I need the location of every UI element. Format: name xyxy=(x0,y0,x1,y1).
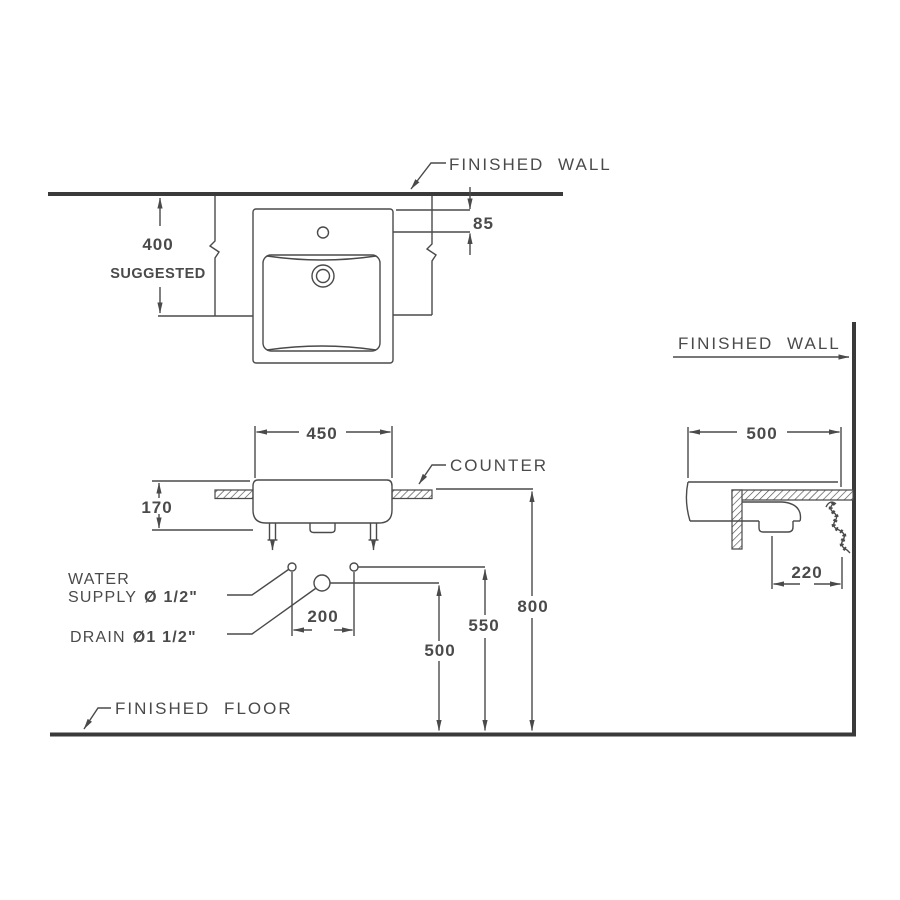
drain-leader xyxy=(227,589,316,635)
front-view: 450 170 COUNTER xyxy=(68,424,548,731)
counter-slab-section xyxy=(732,490,853,500)
finished-wall-leader xyxy=(411,163,446,189)
dim-500h-value: 500 xyxy=(746,424,777,443)
basin-top-curve xyxy=(267,256,376,260)
drain-hose xyxy=(826,502,850,553)
counter-section-right xyxy=(392,490,432,499)
counter-section-left xyxy=(215,490,253,499)
sink-side-front-edge xyxy=(686,482,690,521)
drain-point xyxy=(314,575,330,591)
left-break-line xyxy=(210,196,219,316)
dim-550-value: 550 xyxy=(468,616,499,635)
sink-inner-basin xyxy=(263,255,380,351)
counter-leader xyxy=(419,465,446,485)
dim-85-value: 85 xyxy=(473,214,494,233)
drain-hole-outer xyxy=(312,265,334,287)
fixing-stud-right xyxy=(369,523,379,551)
water-supply-leader xyxy=(227,570,289,596)
dim-170-value: 170 xyxy=(141,498,172,517)
counter-apron-section xyxy=(732,490,742,549)
dim-500v-value: 500 xyxy=(424,641,455,660)
drain-hole-inner xyxy=(317,270,330,283)
fixing-stud-left xyxy=(268,523,278,551)
faucet-hole xyxy=(318,227,329,238)
water-supply-point-right xyxy=(350,563,358,571)
water-supply-point-left xyxy=(288,563,296,571)
dim-220-value: 220 xyxy=(791,563,822,582)
right-break-line xyxy=(427,196,436,315)
sink-side-bowl xyxy=(742,502,801,521)
finished-floor-label: FINISHED FLOOR xyxy=(115,699,293,718)
dim-450-value: 450 xyxy=(306,424,337,443)
side-view: FINISHED WALL 500 220 xyxy=(673,322,854,734)
water-supply-label-line1: WATER xyxy=(68,571,130,588)
dim-400-value: 400 xyxy=(142,235,173,254)
finished-floor-leader xyxy=(84,708,111,730)
sink-side-drain-stub xyxy=(759,521,793,532)
finished-wall-label-side: FINISHED WALL xyxy=(678,334,841,353)
finished-wall-label-top: FINISHED WALL xyxy=(449,155,612,174)
counter-label: COUNTER xyxy=(450,456,548,475)
dim-800-value: 800 xyxy=(517,597,548,616)
drain-outlet-stub xyxy=(310,523,335,533)
dim-400-note: SUGGESTED xyxy=(110,266,206,282)
sink-front-outline xyxy=(253,480,392,523)
top-view: FINISHED WALL 400 SUGGESTED 85 xyxy=(48,155,612,363)
dim-200-value: 200 xyxy=(307,607,338,626)
basin-bottom-curve xyxy=(267,346,376,350)
